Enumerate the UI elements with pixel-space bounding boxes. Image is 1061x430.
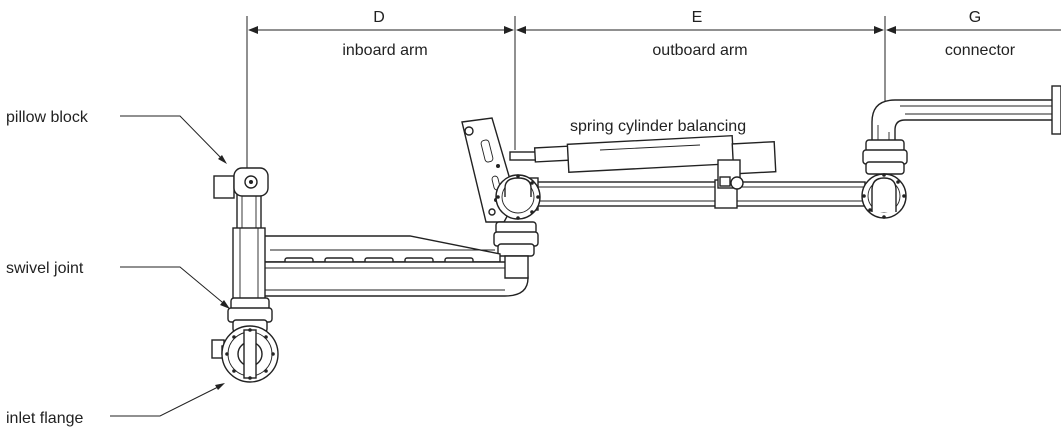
riser-lower	[232, 227, 266, 301]
callout-pillow-block: pillow block	[6, 109, 89, 126]
callout-inlet-flange: inlet flange	[6, 410, 83, 427]
left-riser	[232, 189, 266, 301]
pillow-block-housing	[213, 175, 235, 199]
pillow-block	[213, 167, 269, 199]
callout-swivel-joint: swivel joint	[6, 260, 84, 277]
dimension-g-label: connector	[945, 42, 1016, 59]
dimension-e-label: outboard arm	[652, 42, 747, 59]
outboard-pipe-body	[534, 181, 866, 207]
leader-inlet-flange-arrow	[215, 383, 225, 390]
dimension-g-letter: G	[969, 9, 981, 26]
leader-pillow-block-arrow	[218, 155, 227, 164]
spring-cylinder-cap	[731, 140, 777, 175]
outboard-arm-pipe	[529, 177, 866, 211]
inboard-arm-pipe	[261, 261, 529, 297]
middle-swivel-joint	[493, 174, 541, 257]
spring-rod	[533, 145, 573, 163]
dimension-d-label: inboard arm	[342, 42, 427, 59]
leader-swivel-joint-arrow	[220, 300, 230, 309]
leader-pillow-block	[120, 115, 226, 163]
connector	[861, 85, 1061, 219]
dimension-d-letter: D	[373, 9, 385, 26]
callout-spring: spring cylinder balancing	[570, 118, 746, 135]
connector-end-flange	[1051, 85, 1061, 135]
leader-swivel-joint	[120, 266, 229, 308]
spring-cylinder-body	[566, 134, 735, 174]
leader-inlet-flange	[110, 384, 223, 417]
dimension-e-letter: E	[692, 9, 703, 26]
inboard-arm	[261, 235, 529, 297]
inlet-flange	[211, 325, 279, 383]
spring-cylinder	[509, 134, 777, 190]
